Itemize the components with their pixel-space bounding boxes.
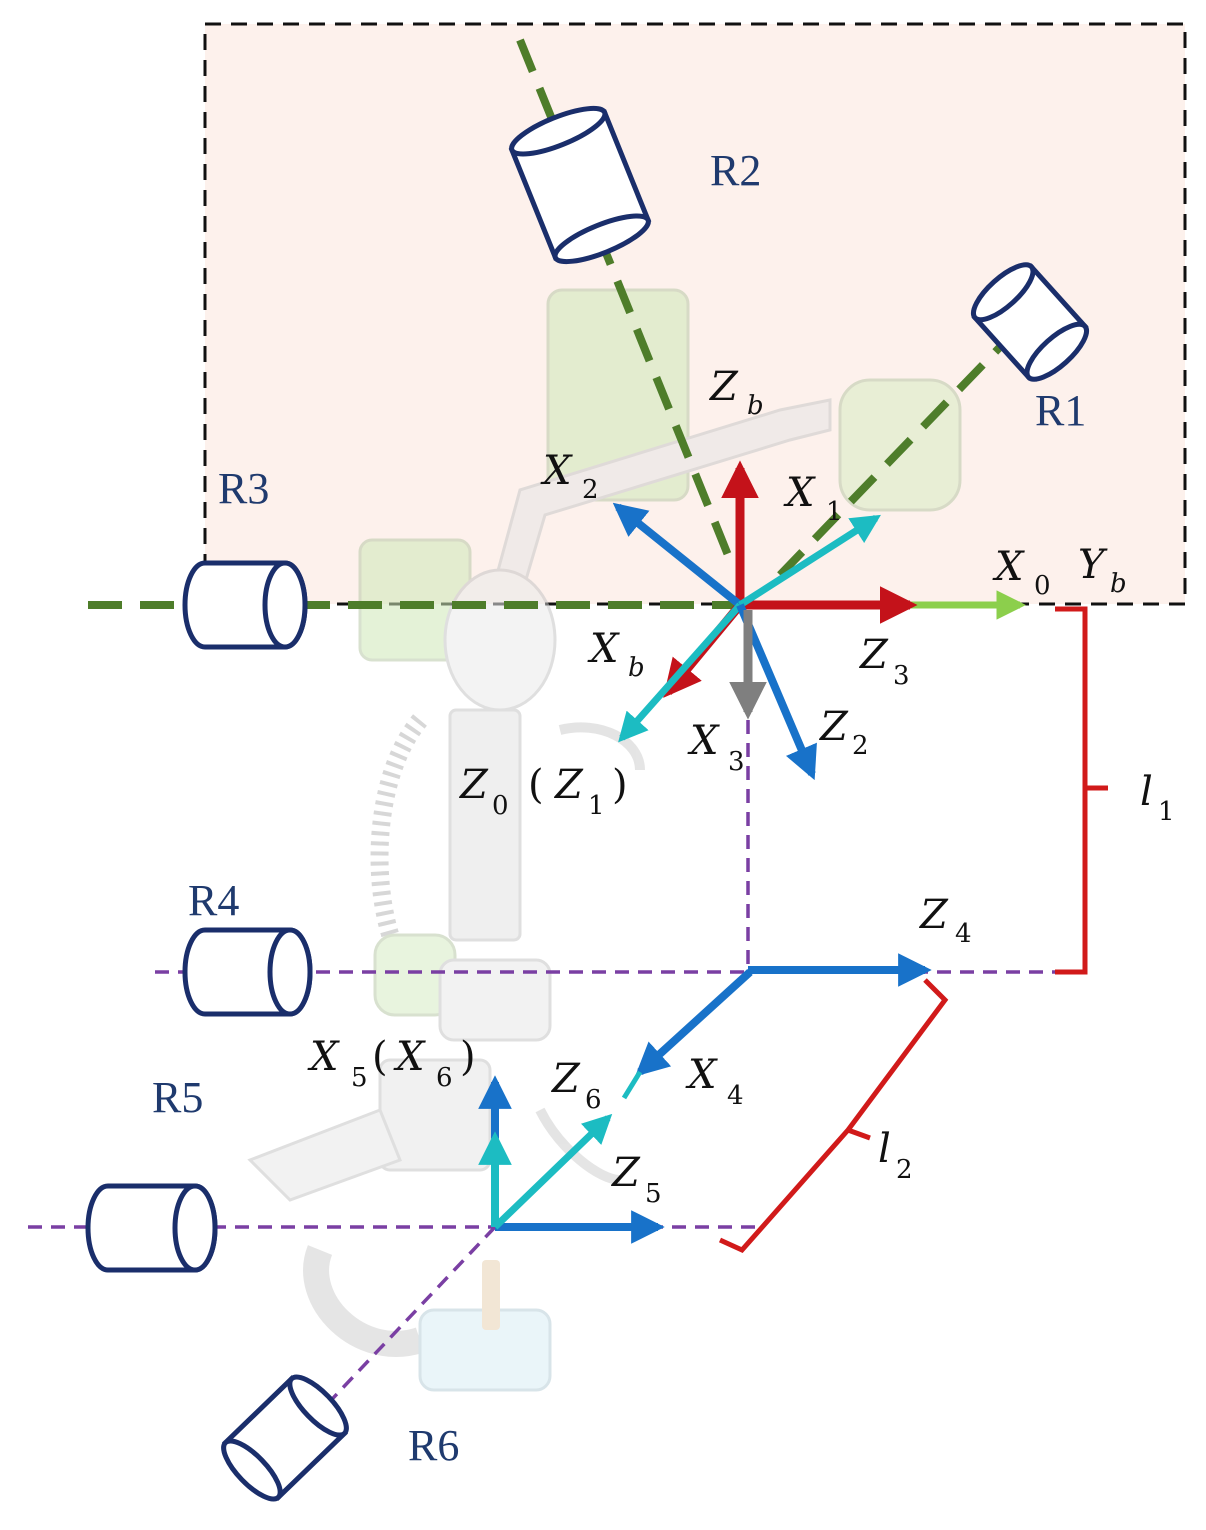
svg-text:X: X [687, 718, 720, 764]
l2-label: l 2 [878, 1126, 913, 1185]
svg-text:X: X [783, 470, 816, 516]
svg-text:5: 5 [645, 1179, 662, 1209]
svg-text:X: X [992, 544, 1025, 590]
svg-text:Z: Z [858, 632, 889, 678]
svg-text:0: 0 [492, 791, 509, 821]
svg-text:X: X [307, 1034, 340, 1080]
x4-label: X 4 [685, 1052, 744, 1111]
z0-arrow [618, 602, 743, 743]
r1-joint-icon [970, 262, 1090, 382]
z6-arrow [492, 1113, 613, 1230]
svg-text:2: 2 [852, 731, 869, 761]
svg-text:Z: Z [550, 1056, 581, 1102]
r4-label: R4 [188, 876, 239, 925]
x1-label: X 1 [783, 470, 843, 527]
x1-arrow [738, 514, 881, 608]
x4-arrow-tail [621, 1070, 643, 1100]
r5-joint-icon [85, 1183, 218, 1273]
svg-text:Z: Z [818, 704, 849, 750]
svg-text:6: 6 [585, 1085, 602, 1115]
svg-text:(: ( [372, 1034, 388, 1080]
svg-text:4: 4 [727, 1081, 744, 1111]
xb-label: X b [587, 626, 645, 683]
r6-joint-icon [221, 1374, 349, 1502]
svg-text:3: 3 [893, 661, 910, 691]
z0-label: Z 0 ( Z 1 ) [458, 762, 628, 821]
svg-text:b: b [1110, 569, 1127, 599]
r2-axis-line [516, 38, 734, 562]
l1-bracket [1055, 606, 1108, 975]
x2-label: X 2 [540, 448, 599, 505]
r1-label: R1 [1035, 386, 1086, 435]
svg-text:l: l [878, 1126, 891, 1172]
svg-text:(: ( [528, 762, 544, 808]
z5-label: Z 5 [610, 1150, 662, 1209]
svg-text:1: 1 [1158, 797, 1175, 827]
r2-label: R2 [710, 146, 761, 195]
x3-label: X 3 [687, 718, 745, 777]
z2-label: Z 2 [818, 704, 869, 761]
z3-label: Z 3 [858, 632, 910, 691]
svg-text:b: b [747, 391, 764, 421]
exoskeleton-mechanism-image [247, 288, 962, 1392]
zb-label: Z b [708, 364, 764, 421]
svg-text:6: 6 [436, 1063, 453, 1093]
r2-joint-icon [508, 105, 652, 265]
svg-text:3: 3 [728, 747, 745, 777]
svg-text:4: 4 [955, 919, 972, 949]
svg-text:2: 2 [582, 475, 599, 505]
svg-text:b: b [628, 653, 645, 683]
r3-joint-icon [182, 560, 308, 650]
svg-text:0: 0 [1034, 571, 1051, 601]
svg-text:X: X [685, 1052, 718, 1098]
svg-text:X: X [540, 448, 573, 494]
r5-label: R5 [152, 1073, 203, 1122]
svg-text:Z: Z [553, 762, 584, 808]
svg-text:Z: Z [458, 762, 489, 808]
x5-label: X 5 ( X 6 ) [307, 1034, 476, 1093]
svg-text:1: 1 [588, 791, 605, 821]
svg-text:Z: Z [708, 364, 739, 410]
svg-text:): ) [612, 762, 628, 808]
x4-arrow [635, 969, 753, 1077]
x2-arrow [612, 502, 743, 609]
svg-text:2: 2 [896, 1155, 913, 1185]
l2-bracket [718, 978, 949, 1254]
l1-label: l 1 [1140, 769, 1175, 827]
svg-text:5: 5 [351, 1063, 368, 1093]
z6-label: Z 6 [550, 1056, 602, 1115]
svg-text:Z: Z [918, 892, 949, 938]
x0-label: X 0 [992, 544, 1051, 601]
r4-joint-icon [182, 927, 313, 1017]
svg-text:X: X [587, 626, 620, 672]
r6-label: R6 [408, 1421, 459, 1470]
z4-label: Z 4 [918, 892, 972, 949]
svg-text:l: l [1140, 769, 1153, 815]
svg-text:Z: Z [610, 1150, 641, 1196]
r3-label: R3 [218, 464, 269, 513]
yb-label: Y b [1078, 542, 1127, 599]
svg-text:): ) [460, 1034, 476, 1080]
svg-text:X: X [393, 1034, 426, 1080]
svg-text:1: 1 [826, 497, 843, 527]
svg-text:Y: Y [1078, 542, 1108, 588]
